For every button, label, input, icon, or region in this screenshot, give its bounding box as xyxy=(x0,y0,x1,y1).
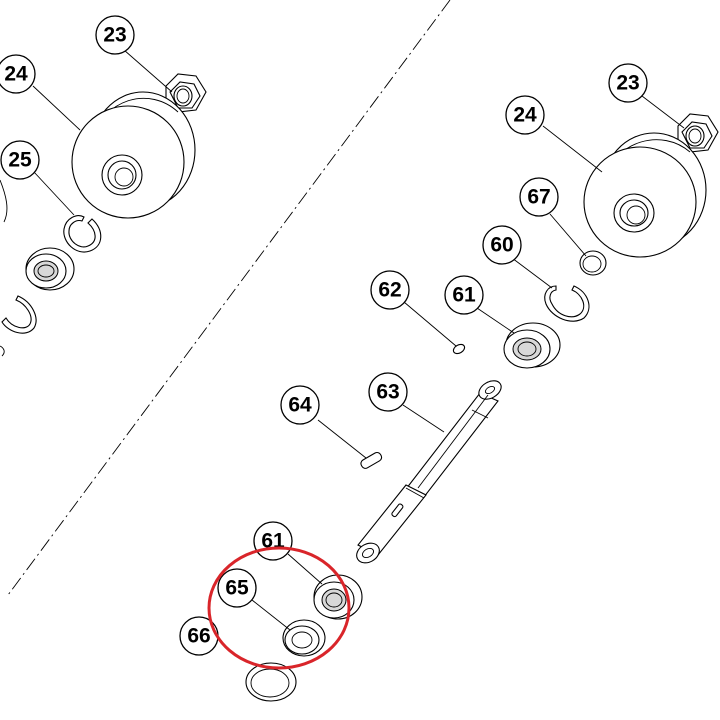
callout-61-bottom: 61 xyxy=(253,521,293,561)
svg-text:66: 66 xyxy=(187,625,210,648)
svg-text:24: 24 xyxy=(513,104,537,127)
callout-60: 60 xyxy=(482,225,522,265)
bearing-61-bottom xyxy=(313,574,363,620)
seal-65 xyxy=(282,619,326,657)
bearing-61-top xyxy=(503,322,561,369)
hex-nut-right xyxy=(677,113,719,153)
svg-text:67: 67 xyxy=(527,186,550,209)
callout-63: 63 xyxy=(368,372,408,412)
left-assembly: 23 24 25 xyxy=(0,15,207,357)
svg-text:62: 62 xyxy=(378,279,401,302)
pin-62 xyxy=(452,343,466,355)
callout-62: 62 xyxy=(370,270,410,310)
callout-61-top: 61 xyxy=(444,275,484,315)
callout-67: 67 xyxy=(519,177,559,217)
bearing-left xyxy=(25,247,75,291)
pulley-left xyxy=(71,91,196,219)
svg-text:61: 61 xyxy=(452,284,476,307)
right-assembly: 23 24 67 60 62 61 64 63 xyxy=(179,63,719,702)
callout-25: 25 xyxy=(0,140,40,180)
callout-23-right: 23 xyxy=(608,63,648,103)
pulley-right xyxy=(583,132,707,258)
shaft-63 xyxy=(356,380,502,564)
snap-ring-left xyxy=(63,215,102,253)
snap-ring-lower-left xyxy=(0,295,37,357)
callout-64: 64 xyxy=(280,385,320,425)
key-64 xyxy=(360,451,383,469)
svg-text:64: 64 xyxy=(288,394,312,417)
svg-text:63: 63 xyxy=(376,381,399,404)
svg-text:23: 23 xyxy=(103,24,126,47)
svg-text:23: 23 xyxy=(616,72,639,95)
svg-text:65: 65 xyxy=(225,577,249,600)
svg-text:60: 60 xyxy=(490,234,513,257)
svg-text:24: 24 xyxy=(4,63,28,86)
ring-66 xyxy=(245,662,297,702)
callout-24-left: 24 xyxy=(0,54,36,94)
washer-67 xyxy=(579,250,607,276)
callout-65: 65 xyxy=(217,568,257,608)
callout-24-right: 24 xyxy=(505,95,545,135)
highlight-circle xyxy=(207,546,351,670)
hex-nut-left xyxy=(165,73,207,113)
snap-ring-60 xyxy=(544,285,590,322)
section-boundary-line xyxy=(7,0,451,596)
callout-23-left: 23 xyxy=(95,15,135,55)
svg-text:25: 25 xyxy=(8,149,32,172)
